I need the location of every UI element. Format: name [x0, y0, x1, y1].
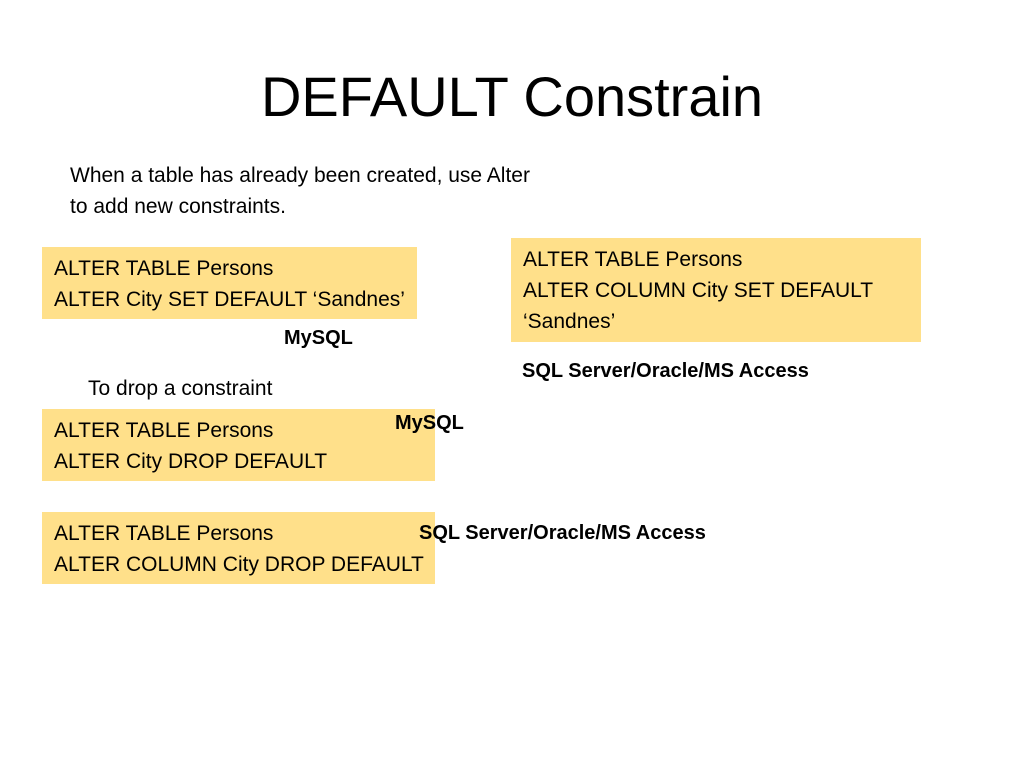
db-label-drop-mysql: MySQL — [395, 412, 464, 434]
code-line: ‘Sandnes’ — [523, 310, 616, 333]
db-label-add-mysql: MySQL — [284, 327, 353, 349]
drop-constraint-note: To drop a constraint — [88, 377, 273, 400]
slide-title: DEFAULT Constrain — [260, 65, 764, 128]
code-line: ALTER City DROP DEFAULT — [54, 450, 328, 473]
intro-line-1: When a table has already been created, u… — [70, 164, 530, 187]
code-line: ALTER COLUMN City DROP DEFAULT — [54, 553, 424, 576]
code-line: ALTER TABLE Persons — [54, 419, 274, 442]
code-line: ALTER COLUMN City SET DEFAULT — [523, 279, 874, 302]
intro-text: When a table has already been created, u… — [70, 160, 530, 222]
code-line: ALTER TABLE Persons — [54, 522, 274, 545]
code-box-add-mysql: ALTER TABLE Persons ALTER City SET DEFAU… — [42, 247, 417, 319]
code-line: ALTER City SET DEFAULT ‘Sandnes’ — [54, 288, 405, 311]
db-label-drop-sqlserver: SQL Server/Oracle/MS Access — [419, 522, 706, 544]
db-label-add-sqlserver: SQL Server/Oracle/MS Access — [522, 360, 809, 382]
code-box-add-sqlserver: ALTER TABLE Persons ALTER COLUMN City SE… — [511, 238, 921, 342]
code-line: ALTER TABLE Persons — [54, 257, 274, 280]
intro-line-2: to add new constraints. — [70, 195, 286, 218]
code-box-drop-mysql: ALTER TABLE Persons ALTER City DROP DEFA… — [42, 409, 435, 481]
code-box-drop-sqlserver: ALTER TABLE Persons ALTER COLUMN City DR… — [42, 512, 435, 584]
code-line: ALTER TABLE Persons — [523, 248, 743, 271]
